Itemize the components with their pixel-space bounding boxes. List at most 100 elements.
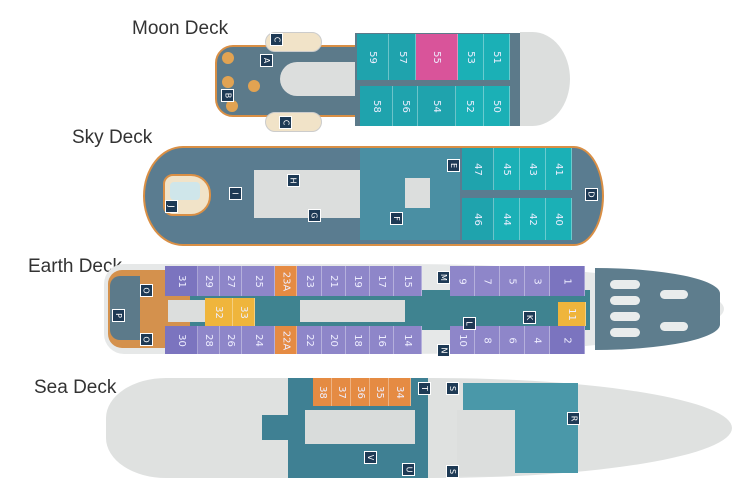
cabin-27[interactable]: 27 <box>220 266 242 296</box>
venue-tag-u[interactable]: U <box>402 463 415 476</box>
cabin-41[interactable]: 41 <box>546 148 572 190</box>
sky-stairwell <box>254 170 360 218</box>
cabin-37[interactable]: 37 <box>332 378 351 406</box>
venue-tag-e[interactable]: E <box>447 159 460 172</box>
cabin-19[interactable]: 19 <box>346 266 370 296</box>
venue-tag-o-top[interactable]: O <box>140 284 153 297</box>
deck-title-moon: Moon Deck <box>132 18 229 39</box>
cabin-6[interactable]: 6 <box>500 326 525 354</box>
venue-tag-s-top[interactable]: S <box>446 382 459 395</box>
cabin-47[interactable]: 47 <box>462 148 494 190</box>
cabin-22[interactable]: 22 <box>297 326 322 354</box>
cabin-29[interactable]: 29 <box>198 266 220 296</box>
cabin-43[interactable]: 43 <box>520 148 546 190</box>
venue-tag-l[interactable]: L <box>463 317 476 330</box>
cabin-50[interactable]: 50 <box>484 86 510 126</box>
venue-tag-b[interactable]: B <box>221 89 234 102</box>
cabin-38[interactable]: 38 <box>313 378 332 406</box>
venue-tag-t[interactable]: T <box>418 382 431 395</box>
venue-tag-c-bottom[interactable]: C <box>279 116 292 129</box>
cabin-35[interactable]: 35 <box>370 378 389 406</box>
cabin-26[interactable]: 26 <box>220 326 242 354</box>
moon-bow-hull <box>520 32 570 126</box>
cabin-11[interactable]: 11 <box>558 302 586 326</box>
tender-boat <box>610 312 640 321</box>
cabin-40[interactable]: 40 <box>546 198 572 240</box>
sea-stern-ramp <box>262 415 292 440</box>
cabin-46[interactable]: 46 <box>462 198 494 240</box>
cabin-36[interactable]: 36 <box>351 378 370 406</box>
dining-table <box>226 100 238 112</box>
venue-tag-n[interactable]: N <box>437 344 450 357</box>
venue-tag-f[interactable]: F <box>390 212 403 225</box>
earth-stern-void <box>168 300 213 322</box>
cabin-18[interactable]: 18 <box>346 326 370 354</box>
sea-center-void <box>305 410 415 444</box>
cabin-14[interactable]: 14 <box>394 326 422 354</box>
cabin-32[interactable]: 32 <box>205 298 233 326</box>
cabin-2[interactable]: 2 <box>550 326 585 354</box>
dining-table <box>222 52 234 64</box>
deck-title-earth: Earth Deck <box>28 256 122 277</box>
venue-tag-v[interactable]: V <box>364 451 377 464</box>
venue-tag-m[interactable]: M <box>437 271 450 284</box>
cabin-59[interactable]: 59 <box>357 34 389 80</box>
cabin-22a[interactable]: 22A <box>275 326 297 354</box>
deck-title-sky: Sky Deck <box>72 127 153 148</box>
deck-title-sea: Sea Deck <box>34 377 117 398</box>
dining-table <box>248 80 260 92</box>
cabin-58[interactable]: 58 <box>360 86 393 126</box>
cabin-20[interactable]: 20 <box>322 326 346 354</box>
moon-atrium <box>280 62 360 96</box>
cabin-15[interactable]: 15 <box>394 266 422 296</box>
cabin-5[interactable]: 5 <box>500 266 525 296</box>
cabin-51[interactable]: 51 <box>484 34 510 80</box>
cabin-42[interactable]: 42 <box>520 198 546 240</box>
cabin-31[interactable]: 31 <box>165 266 198 296</box>
cabin-3[interactable]: 3 <box>525 266 550 296</box>
sky-bar <box>405 178 430 208</box>
venue-tag-a[interactable]: A <box>260 54 273 67</box>
venue-tag-o-bottom[interactable]: O <box>140 333 153 346</box>
cabin-28[interactable]: 28 <box>198 326 220 354</box>
cabin-25[interactable]: 25 <box>242 266 275 296</box>
venue-tag-j[interactable]: J <box>165 200 178 213</box>
venue-tag-k[interactable]: K <box>523 311 536 324</box>
venue-tag-i[interactable]: I <box>229 187 242 200</box>
cabin-54[interactable]: 54 <box>418 86 456 126</box>
venue-tag-s-bottom[interactable]: S <box>446 465 459 478</box>
cabin-17[interactable]: 17 <box>370 266 394 296</box>
cabin-55[interactable]: 55 <box>416 34 458 80</box>
cabin-56[interactable]: 56 <box>393 86 418 126</box>
venue-tag-h[interactable]: H <box>287 174 300 187</box>
venue-tag-c-top[interactable]: C <box>270 33 283 46</box>
cabin-30[interactable]: 30 <box>165 326 198 354</box>
cabin-23[interactable]: 23 <box>297 266 322 296</box>
cabin-7[interactable]: 7 <box>475 266 500 296</box>
cabin-57[interactable]: 57 <box>389 34 416 80</box>
venue-tag-d[interactable]: D <box>585 188 598 201</box>
cabin-16[interactable]: 16 <box>370 326 394 354</box>
cabin-4[interactable]: 4 <box>525 326 550 354</box>
cabin-10[interactable]: 10 <box>450 326 475 354</box>
cabin-33[interactable]: 33 <box>233 298 255 326</box>
venue-tag-p[interactable]: P <box>112 309 125 322</box>
cabin-45[interactable]: 45 <box>494 148 520 190</box>
earth-center-void <box>300 300 405 322</box>
venue-tag-g[interactable]: G <box>308 209 321 222</box>
cabin-24[interactable]: 24 <box>242 326 275 354</box>
sea-galley <box>457 410 515 476</box>
cabin-52[interactable]: 52 <box>456 86 484 126</box>
cabin-53[interactable]: 53 <box>458 34 484 80</box>
cabin-23a[interactable]: 23A <box>275 266 297 296</box>
pool-water <box>170 182 200 200</box>
cabin-1[interactable]: 1 <box>550 266 585 296</box>
dining-table <box>222 76 234 88</box>
cabin-44[interactable]: 44 <box>494 198 520 240</box>
cabin-34[interactable]: 34 <box>389 378 411 406</box>
cabin-8[interactable]: 8 <box>475 326 500 354</box>
cabin-21[interactable]: 21 <box>322 266 346 296</box>
venue-tag-r[interactable]: R <box>567 412 580 425</box>
tender-boat <box>610 280 640 289</box>
cabin-9[interactable]: 9 <box>450 266 475 296</box>
